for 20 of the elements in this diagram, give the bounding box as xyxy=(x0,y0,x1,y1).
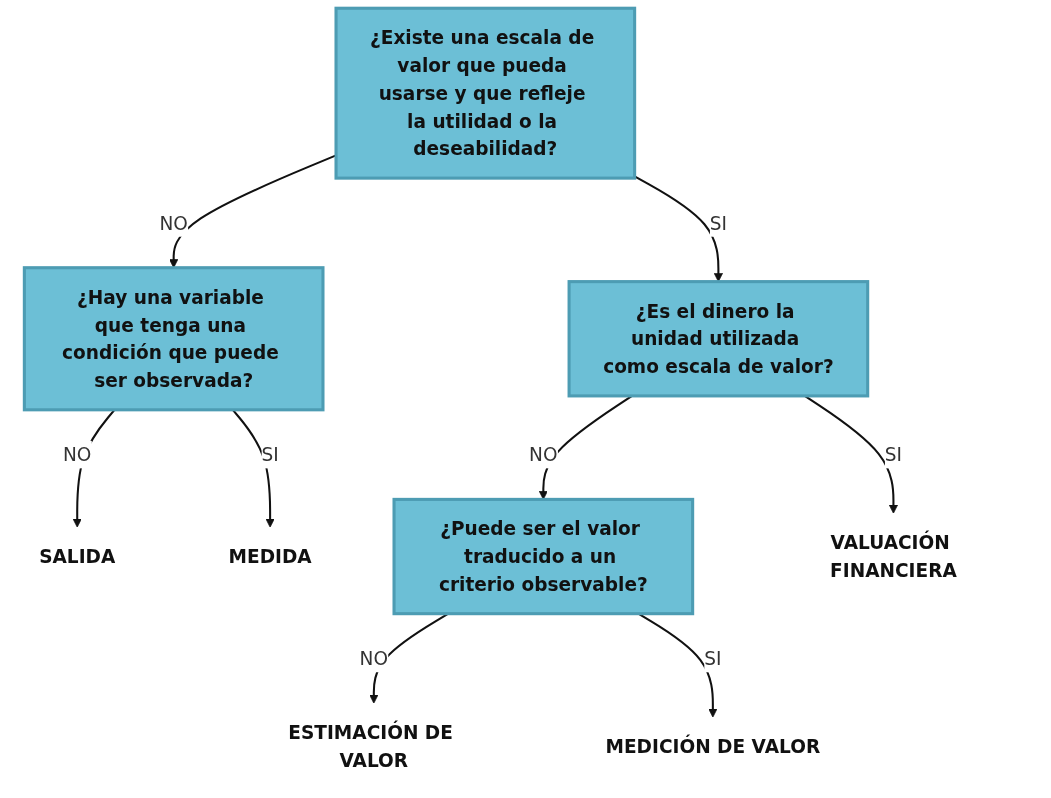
node-box: ¿Hay una variable que tenga una condición que puede ser observada? xyxy=(22,266,325,412)
arrow xyxy=(804,395,898,514)
node-text: MEDICIÓN DE VALOR xyxy=(605,735,821,758)
edge-label: NO xyxy=(529,443,558,466)
edge-label: SI xyxy=(261,443,279,466)
edge-label: NO xyxy=(359,647,389,670)
arrow xyxy=(232,409,275,528)
node-box: ¿Existe una escala de valor que pueda usarse y que refleje la utilidad o la deseabilidad? xyxy=(334,6,637,180)
edge-label: NO xyxy=(159,212,188,234)
node-text: MEDIDA xyxy=(228,545,312,568)
edge-label: NO xyxy=(62,443,92,466)
node-text: VALUACIÓN FINANCIERA xyxy=(830,531,957,582)
node-box: ¿Es el dinero la unidad utilizada como escala de valor? xyxy=(567,280,870,398)
edge-label: SI xyxy=(884,443,903,466)
arrow xyxy=(538,395,633,500)
edge-label: SI xyxy=(704,647,722,670)
node-text: ESTIMACIÓN DE VALOR xyxy=(288,721,453,772)
node-box: ¿Puede ser el valor traducido a un criterio observable? xyxy=(392,497,695,616)
edge-label: SI xyxy=(709,212,727,234)
node-text: SALIDA xyxy=(39,545,116,568)
